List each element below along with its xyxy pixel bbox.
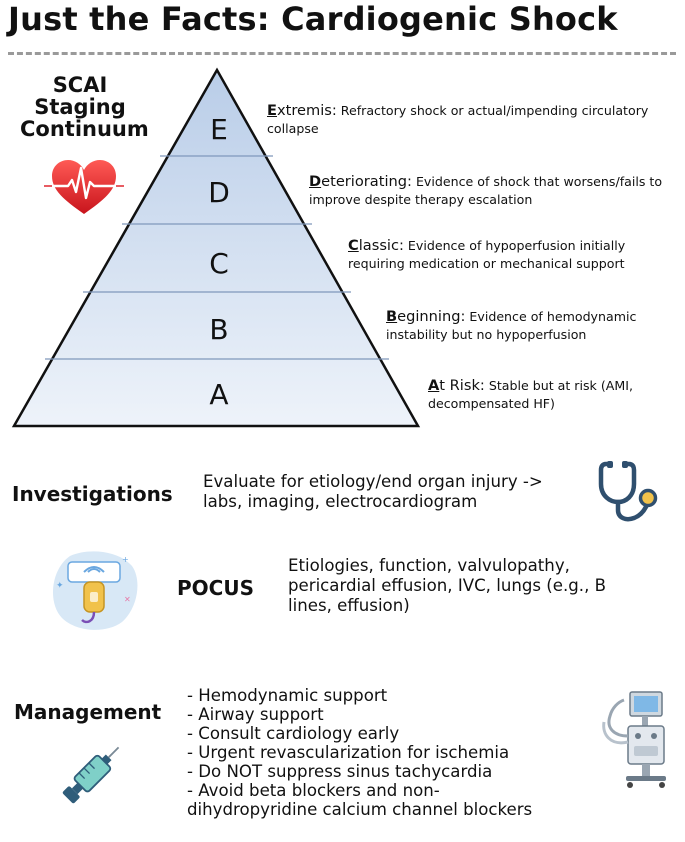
pocus-heading: POCUS: [177, 576, 254, 600]
stage-initial: C: [348, 237, 359, 254]
pyramid-letter-b: B: [209, 313, 228, 346]
management-item: - Do NOT suppress sinus tachycardia: [187, 762, 493, 781]
stage-text: Evidence of shock that worsens/fails to: [411, 174, 663, 189]
stage-description-d: Deteriorating: Evidence of shock that wo…: [309, 173, 662, 209]
svg-text:✕: ✕: [124, 595, 131, 604]
pocus-text: Etiologies, function, valvulopathy, peri…: [288, 556, 606, 616]
stage-text: collapse: [267, 121, 319, 136]
stage-name: xtremis:: [276, 102, 337, 119]
pyramid-letter-d: D: [208, 176, 230, 209]
pocus-line: Etiologies, function, valvulopathy,: [288, 556, 570, 575]
stage-description-e: Extremis: Refractory shock or actual/imp…: [267, 102, 648, 138]
svg-text:+: +: [122, 555, 129, 564]
stage-text: Stable but at risk (AMI,: [484, 378, 633, 393]
ultrasound-probe-icon: ✦ ✕ +: [52, 551, 138, 630]
stage-name: eteriorating:: [321, 173, 412, 190]
pocus-line: pericardial effusion, IVC, lungs (e.g., …: [288, 576, 607, 595]
investigations-heading: Investigations: [12, 482, 173, 506]
investigations-text: Evaluate for etiology/end organ injury -…: [203, 472, 543, 512]
stage-text: requiring medication or mechanical suppo…: [348, 256, 625, 271]
management-item: - Urgent revascularization for ischemia: [187, 743, 510, 762]
management-item: - Avoid beta blockers and non-: [187, 781, 440, 800]
pyramid-letter-e: E: [210, 113, 228, 146]
stage-description-a: At Risk: Stable but at risk (AMI, decomp…: [428, 377, 633, 413]
stage-description-c: Classic: Evidence of hypoperfusion initi…: [348, 237, 625, 273]
management-heading: Management: [14, 700, 162, 724]
stage-text: improve despite therapy escalation: [309, 192, 533, 207]
stage-text: instability but no hypoperfusion: [386, 327, 587, 342]
management-item: - Hemodynamic support: [187, 686, 388, 705]
pyramid-letter-a: A: [209, 378, 228, 411]
management-item: - Airway support: [187, 705, 324, 724]
page-title: Just the Facts: Cardiogenic Shock: [8, 0, 618, 38]
scai-title-line: Continuum: [20, 117, 149, 141]
pyramid-letter-c: C: [209, 247, 229, 280]
stage-initial: B: [386, 308, 398, 325]
scai-staging-title: SCAI Staging Continuum: [20, 73, 149, 141]
management-item: - Consult cardiology early: [187, 724, 400, 743]
stage-text: Refractory shock or actual/impending cir…: [336, 103, 649, 118]
scai-title-line: Staging: [34, 95, 126, 119]
stage-description-b: Beginning: Evidence of hemodynamic insta…: [386, 308, 636, 344]
ventilator-icon: [602, 691, 666, 788]
stage-initial: E: [267, 102, 277, 119]
investigations-line: Evaluate for etiology/end organ injury -…: [203, 472, 543, 491]
stage-text: Evidence of hemodynamic: [465, 309, 637, 324]
stage-text: decompensated HF): [428, 396, 555, 411]
stage-name: lassic:: [358, 237, 404, 254]
investigations-line: labs, imaging, electrocardiogram: [203, 492, 478, 511]
scai-title-line: SCAI: [52, 73, 108, 97]
syringe-icon: [62, 746, 120, 804]
stage-name: t Risk:: [439, 377, 485, 394]
stage-text: Evidence of hypoperfusion initially: [403, 238, 626, 253]
pocus-line: lines, effusion): [288, 596, 410, 615]
title-divider: [8, 52, 676, 55]
stage-name: eginning:: [397, 308, 466, 325]
stethoscope-icon: [598, 461, 658, 522]
stage-initial: A: [428, 377, 440, 394]
management-item: dihydropyridine calcium channel blockers: [187, 800, 533, 819]
stage-initial: D: [309, 173, 322, 190]
heart-ecg-icon: [44, 160, 124, 214]
management-list: - Hemodynamic support - Airway support -…: [187, 686, 532, 819]
svg-text:✦: ✦: [56, 581, 64, 591]
